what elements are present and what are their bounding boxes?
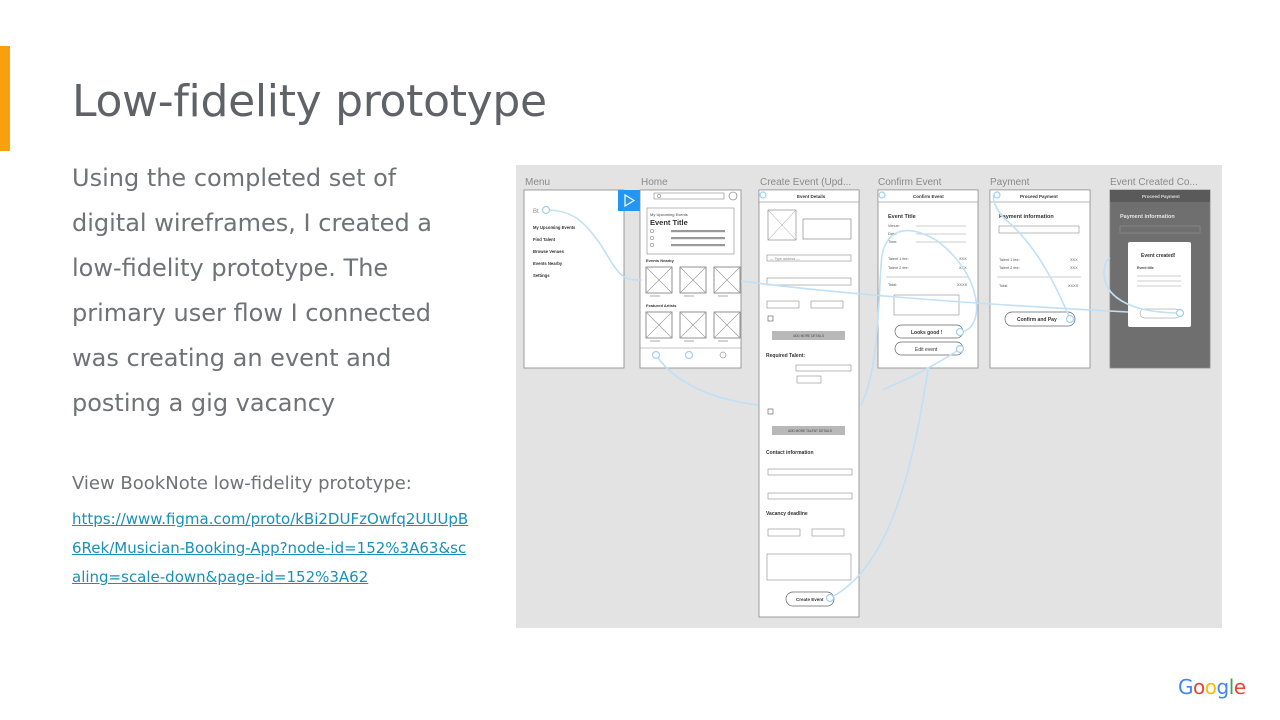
google-logo-letter: o (1193, 675, 1205, 699)
required-talent-label: Required Talent: (766, 353, 805, 359)
confirm-event-title: Event Title (888, 214, 916, 220)
payment-frame: Proceed Payment Payment information Tale… (989, 189, 1091, 369)
amount: XXX (959, 257, 967, 261)
amount: XXX (1070, 266, 1078, 270)
menu-item: Browse Venues (533, 249, 565, 254)
add-more-details-button: ADD MORE DETAILS (793, 334, 824, 338)
menu-item: My Upcoming Events (533, 225, 576, 230)
event-created-header: Proceed Payment (1142, 194, 1180, 199)
google-logo-letter: e (1233, 675, 1246, 699)
slide-description: Using the completed set of digital wiref… (72, 164, 433, 417)
frame-label-confirm-event: Confirm Event (878, 177, 942, 188)
create-event-button: Create Event (796, 597, 824, 602)
confirm-event-frame: Confirm Event Event Title Venue: Date: T… (877, 189, 979, 369)
edit-event-button: Edit event (915, 347, 938, 353)
home-subheading: My Upcoming Events (650, 212, 688, 217)
prototype-board: Menu Home Create Event (Upd... Confirm E… (516, 165, 1222, 628)
field-label: Venue: (888, 224, 900, 228)
confirm-and-pay-button: Confirm and Pay (1017, 317, 1057, 323)
play-icon (624, 193, 636, 208)
frame-label-event-created: Event Created Co... (1110, 177, 1198, 188)
amount: XXX (1070, 258, 1078, 262)
field-label: Total: (888, 283, 897, 287)
menu-item: Settings (533, 273, 550, 278)
prototype-canvas: Menu Home Create Event (Upd... Confirm E… (523, 177, 1211, 618)
google-logo-letter: o (1204, 675, 1217, 699)
create-event-header: Event Details (797, 194, 826, 199)
accent-bar (0, 46, 10, 151)
google-logo: Google (1178, 675, 1246, 699)
add-talent-details-button: ADD MORE TALENT DETAILS (788, 429, 832, 433)
event-created-info-heading: Payment information (1120, 214, 1175, 220)
home-section-label: Events Nearby (646, 258, 675, 263)
event-created-modal-subtitle: Event title (1137, 266, 1154, 270)
contact-information-label: Contact information (766, 450, 814, 456)
slide-title: Low-fidelity prototype (72, 76, 547, 127)
payment-header: Proceed Payment (1020, 194, 1058, 199)
field-label: Talent 2 fee: (999, 266, 1020, 270)
google-logo-letter: g (1216, 675, 1230, 699)
create-event-frame: Event Details — Type address — ADD MORE … (758, 189, 860, 618)
field-label: Talent 1 fee: (888, 257, 909, 261)
flow-hotspots (541, 191, 1185, 603)
google-logo-letter: G (1178, 675, 1194, 699)
field-label: Talent 2 fee: (888, 266, 909, 270)
frame-label-create-event: Create Event (Upd... (760, 177, 851, 188)
avatar-icon (728, 191, 738, 201)
field-label: Total: (999, 284, 1008, 288)
field-label: Time: (888, 240, 897, 244)
home-event-title: Event Title (650, 218, 688, 227)
google-logo-letter: l (1228, 675, 1235, 699)
prototype-link-label: View BookNote low-fidelity prototype: (72, 473, 412, 494)
prototype-link[interactable]: https://www.figma.com/proto/kBi2DUFzOwfq… (72, 510, 469, 586)
event-created-modal-title: Event created! (1141, 253, 1176, 259)
menu-item: Find Talent (533, 237, 556, 242)
confirm-event-header: Confirm Event (913, 194, 944, 199)
home-frame: My Upcoming Events Event Title Events Ne… (639, 189, 742, 369)
home-section-label: Featured Artists (646, 303, 677, 308)
looks-good-button: Looks good ! (911, 330, 943, 336)
address-select: — Type address — (770, 257, 800, 261)
field-label: Date: (888, 232, 897, 236)
amount: XXXX (1068, 284, 1079, 288)
field-label: Talent 1 fee: (999, 258, 1020, 262)
payment-info-heading: Payment information (999, 214, 1054, 220)
svg-text:Bt: Bt (533, 209, 539, 215)
amount: XXXX (957, 283, 968, 287)
search-icon (656, 193, 662, 199)
menu-item: Events Nearby (533, 261, 563, 266)
event-created-frame: Proceed Payment Payment information Even… (1109, 189, 1211, 369)
frame-label-menu: Menu (525, 177, 550, 188)
menu-frame: Bt My Upcoming Events Find Talent Browse… (523, 189, 641, 369)
flow-connectors (545, 194, 1181, 599)
vacancy-deadline-label: Vacancy deadline (766, 511, 808, 517)
frame-label-home: Home (641, 177, 668, 188)
frame-label-payment: Payment (990, 177, 1030, 188)
